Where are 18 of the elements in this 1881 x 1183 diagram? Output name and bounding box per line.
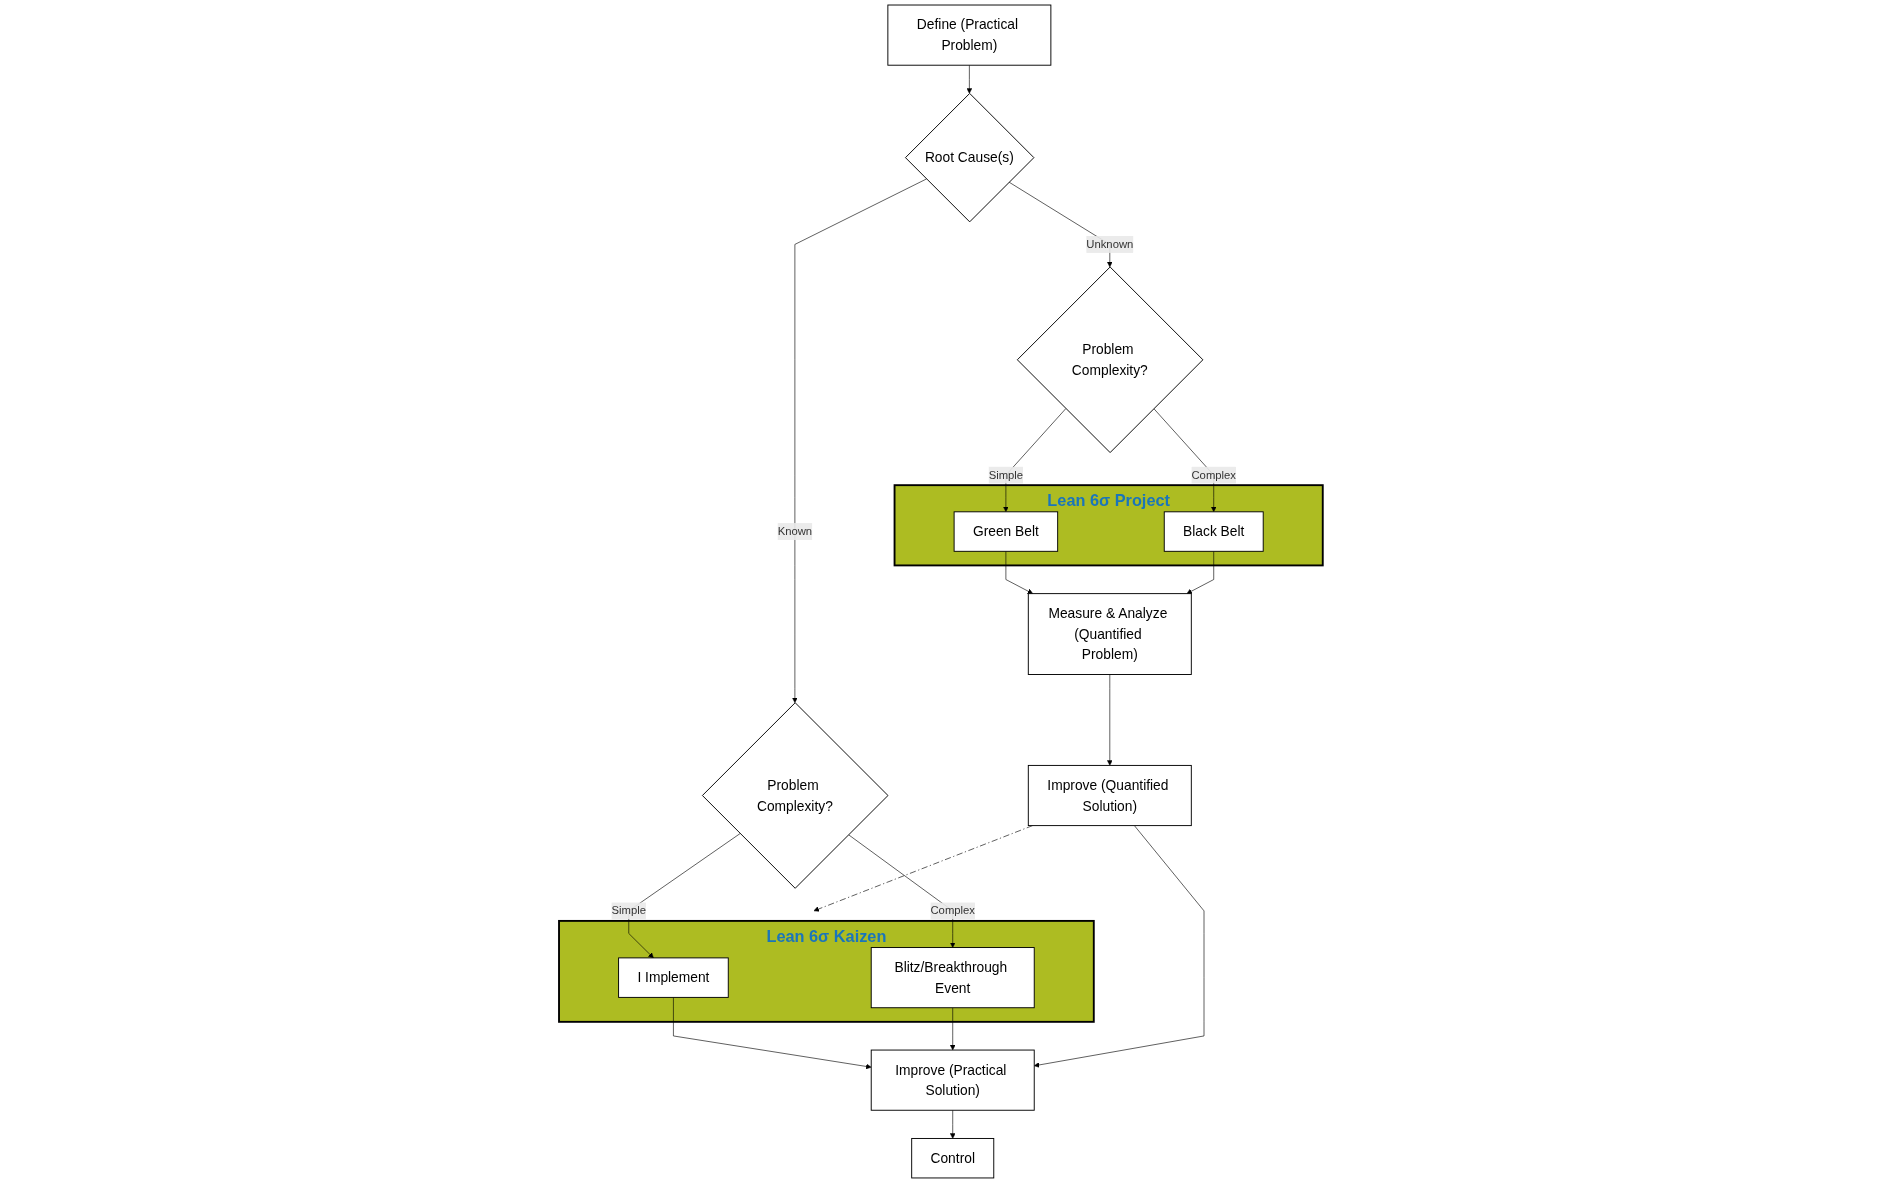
node-box: I Implement <box>617 957 729 998</box>
edge-label: Simple <box>611 904 646 917</box>
edge-label: Known <box>777 524 812 538</box>
node-box: Blitz/Breakthrough Event <box>870 947 1035 1009</box>
node-diamond: Root Cause(s) <box>904 92 1034 223</box>
node-diamond: Problem Complexity? <box>701 702 889 889</box>
edge-label: Complex <box>930 904 975 917</box>
edge-label: Unknown <box>1085 237 1133 251</box>
node-box: Black Belt <box>1163 511 1264 552</box>
node-box: Control <box>910 1138 994 1179</box>
node-box: Improve (Practical Solution) <box>870 1049 1035 1111</box>
node-box: Measure & Analyze (Quantified Problem) <box>1027 593 1192 675</box>
node-box: Green Belt <box>953 511 1058 552</box>
node-box: Improve (Quantified Solution) <box>1027 764 1192 827</box>
node-box: Define (Practical Problem) <box>887 4 1051 66</box>
edge-label: Complex <box>1191 468 1236 482</box>
node-diamond: Problem Complexity? <box>1016 266 1203 454</box>
edge-label: Simple <box>988 468 1023 482</box>
